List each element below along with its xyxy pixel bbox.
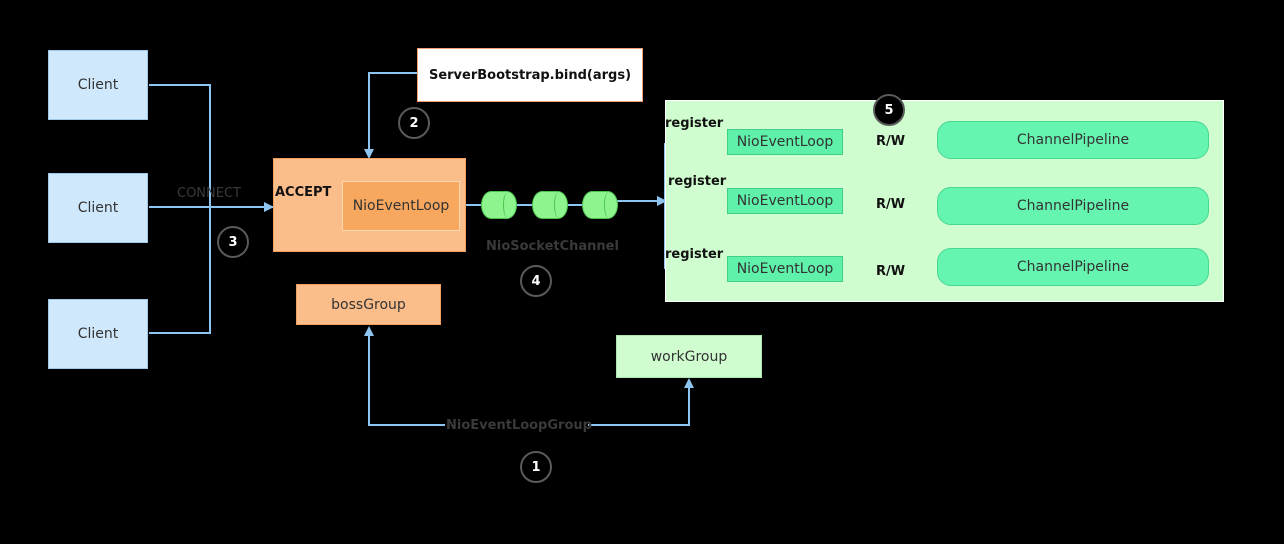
nio-socket-channel-label: NioSocketChannel — [486, 239, 619, 254]
boss-group-box: bossGroup — [296, 284, 441, 325]
rw-label-2: R/W — [876, 197, 906, 212]
client-box-3: Client — [48, 299, 148, 369]
rw-label-1: R/W — [876, 134, 906, 149]
client-1-link — [149, 84, 211, 207]
accept-label: ACCEPT — [275, 185, 332, 200]
connect-label: CONNECT — [177, 186, 241, 201]
work-group-box: workGroup — [616, 335, 762, 378]
boss-event-loop-box: NioEventLoop — [342, 181, 460, 231]
register-label-1: register — [665, 116, 724, 131]
worker-event-loop-label: NioEventLoop — [736, 193, 834, 209]
server-bootstrap-box: ServerBootstrap.bind(args) — [417, 48, 643, 102]
group-to-boss-arrow — [364, 326, 445, 426]
socket-channel-cylinder-1 — [481, 191, 517, 219]
channel-pipeline-3: ChannelPipeline — [937, 248, 1209, 286]
register-label-3: register — [665, 247, 724, 262]
step-1-badge: 1 — [520, 451, 552, 483]
nio-event-loop-group-label: NioEventLoopGroup — [446, 418, 592, 433]
channel-pipeline-1: ChannelPipeline — [937, 121, 1209, 159]
channel-pipeline-label: ChannelPipeline — [1016, 198, 1130, 214]
worker-event-loop-label: NioEventLoop — [736, 134, 834, 150]
client-3-link — [149, 207, 211, 334]
client-label: Client — [77, 326, 119, 342]
rw-label-3: R/W — [876, 264, 906, 279]
channel-pipeline-label: ChannelPipeline — [1016, 132, 1130, 148]
socket-channel-cylinder-2 — [532, 191, 568, 219]
server-bootstrap-label: ServerBootstrap.bind(args) — [428, 67, 632, 83]
worker-event-loop-1: NioEventLoop — [727, 129, 843, 155]
client-box-2: Client — [48, 173, 148, 243]
bind-arrow — [364, 72, 417, 159]
client-box-1: Client — [48, 50, 148, 120]
client-label: Client — [77, 77, 119, 93]
work-group-label: workGroup — [650, 348, 728, 365]
worker-event-loop-2: NioEventLoop — [727, 188, 843, 214]
step-5-badge: 5 — [873, 94, 905, 126]
boss-event-loop-label: NioEventLoop — [352, 198, 450, 214]
step-3-badge: 3 — [217, 226, 249, 258]
socket-channel-cylinder-3 — [582, 191, 618, 219]
worker-event-loop-3: NioEventLoop — [727, 256, 843, 282]
worker-event-loop-label: NioEventLoop — [736, 261, 834, 277]
group-to-work-arrow — [588, 378, 694, 426]
step-2-badge: 2 — [398, 107, 430, 139]
boss-group-label: bossGroup — [331, 296, 406, 313]
channel-pipeline-label: ChannelPipeline — [1016, 259, 1130, 275]
register-label-2: register — [668, 174, 727, 189]
step-4-badge: 4 — [520, 265, 552, 297]
client-label: Client — [77, 200, 119, 216]
channel-pipeline-2: ChannelPipeline — [937, 187, 1209, 225]
